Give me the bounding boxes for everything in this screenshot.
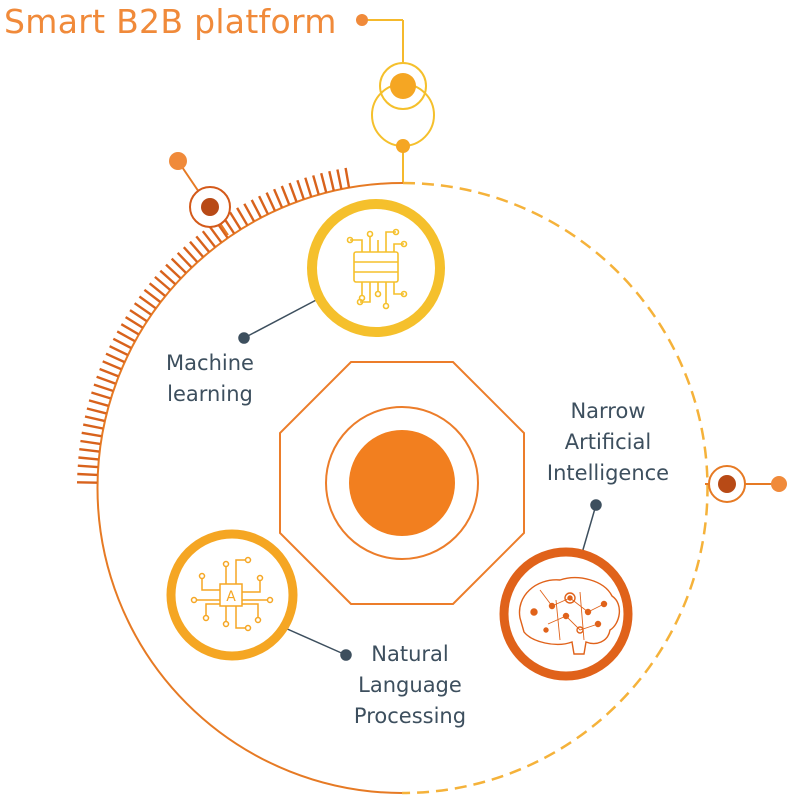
orbit-tick: [148, 282, 166, 297]
orbit-tick: [116, 330, 136, 343]
top-ring-small: [379, 62, 427, 110]
title-connector: [356, 14, 435, 183]
label-line: Artificial: [564, 430, 652, 454]
orbit-tick: [250, 199, 262, 219]
orbit-tick: [82, 423, 104, 430]
orbit-tick: [258, 195, 269, 215]
orbit-tick: [189, 240, 204, 258]
orbit-tick: [159, 269, 177, 285]
orbit-tick: [109, 345, 129, 356]
orbit-tick: [176, 251, 193, 269]
orbit-tick: [201, 230, 217, 248]
orbit-tick: [79, 448, 100, 453]
orbit-tick: [312, 175, 320, 195]
orbit-tick: [288, 182, 298, 203]
top-node-dot: [390, 73, 416, 99]
orbit-tick: [112, 337, 132, 350]
leader-lines: [238, 297, 602, 661]
core-dot: [349, 430, 455, 536]
orbit-tick: [102, 360, 122, 371]
core-ring: [325, 406, 479, 560]
label-nlp: Natural Language Processing: [335, 639, 485, 732]
orbit-tick: [320, 172, 328, 193]
orbit-tick: [129, 309, 148, 323]
ai-chip-icon: [190, 556, 274, 632]
brain-icon: [518, 577, 620, 655]
satellite-upper-left: [169, 152, 231, 236]
core: [279, 361, 525, 605]
orbit-tick: [182, 246, 199, 263]
orbit-tick: [228, 211, 242, 230]
label-machine-learning: Machine learning: [140, 348, 280, 410]
label-line: Intelligence: [546, 461, 670, 485]
orbit-tick: [133, 302, 152, 316]
orbit-tick: [77, 472, 98, 477]
orbit-tick: [86, 407, 107, 415]
orbit-tick: [243, 203, 256, 222]
page-title: Smart B2B platform: [4, 2, 337, 41]
orbit-tick: [120, 323, 140, 336]
node-narrow-ai: [499, 547, 633, 681]
orbit-tick: [154, 275, 171, 291]
orbit-tick: [195, 235, 210, 253]
chip-icon: [346, 228, 408, 310]
orbit-tick: [143, 288, 162, 303]
orbit-tick: [208, 225, 223, 244]
orbit-tick: [88, 399, 109, 407]
satellite-right: [705, 465, 787, 503]
orbit-tick: [138, 295, 157, 310]
orbit-solid-arc: [96, 181, 404, 794]
label-line: Narrow: [570, 399, 646, 423]
orbit-tick: [81, 431, 102, 438]
core-octagon: [279, 361, 525, 605]
orbit-tick: [344, 167, 351, 188]
label-line: Natural: [371, 642, 449, 666]
orbit-tick: [328, 170, 335, 191]
node-machine-learning: [307, 199, 445, 337]
orbit-tick: [105, 352, 125, 364]
orbit-tick: [336, 169, 343, 190]
orbit-tick: [304, 177, 313, 198]
label-line: Machine: [166, 351, 254, 375]
node-nlp: A: [166, 529, 298, 661]
orbit-dashed-arc: [401, 181, 709, 795]
label-line: learning: [167, 382, 253, 406]
orbit-tick: [296, 179, 305, 200]
orbit-tick: [84, 415, 105, 423]
orbit-tick: [236, 207, 249, 226]
orbit-tick: [165, 263, 182, 280]
orbit-tick: [80, 439, 101, 446]
orbit-tick: [265, 192, 276, 212]
orbit-tick: [77, 464, 98, 469]
orbit-tick: [91, 391, 111, 400]
orbit-tick: [93, 383, 114, 393]
orbit-tick: [78, 456, 99, 461]
orbit-tick: [272, 188, 284, 209]
orbit-tick: [99, 367, 119, 378]
label-line: Processing: [353, 704, 467, 728]
label-line: Language: [358, 673, 462, 697]
label-narrow-ai: Narrow Artificial Intelligence: [538, 396, 678, 489]
orbit-tick: [96, 375, 116, 385]
orbit-tick: [170, 257, 187, 274]
orbit-tick: [124, 316, 144, 329]
orbit-tick: [280, 185, 291, 206]
orbit-tick-marks: [76, 167, 351, 484]
orbit: [76, 167, 709, 795]
ai-chip-letter: A: [226, 589, 236, 605]
